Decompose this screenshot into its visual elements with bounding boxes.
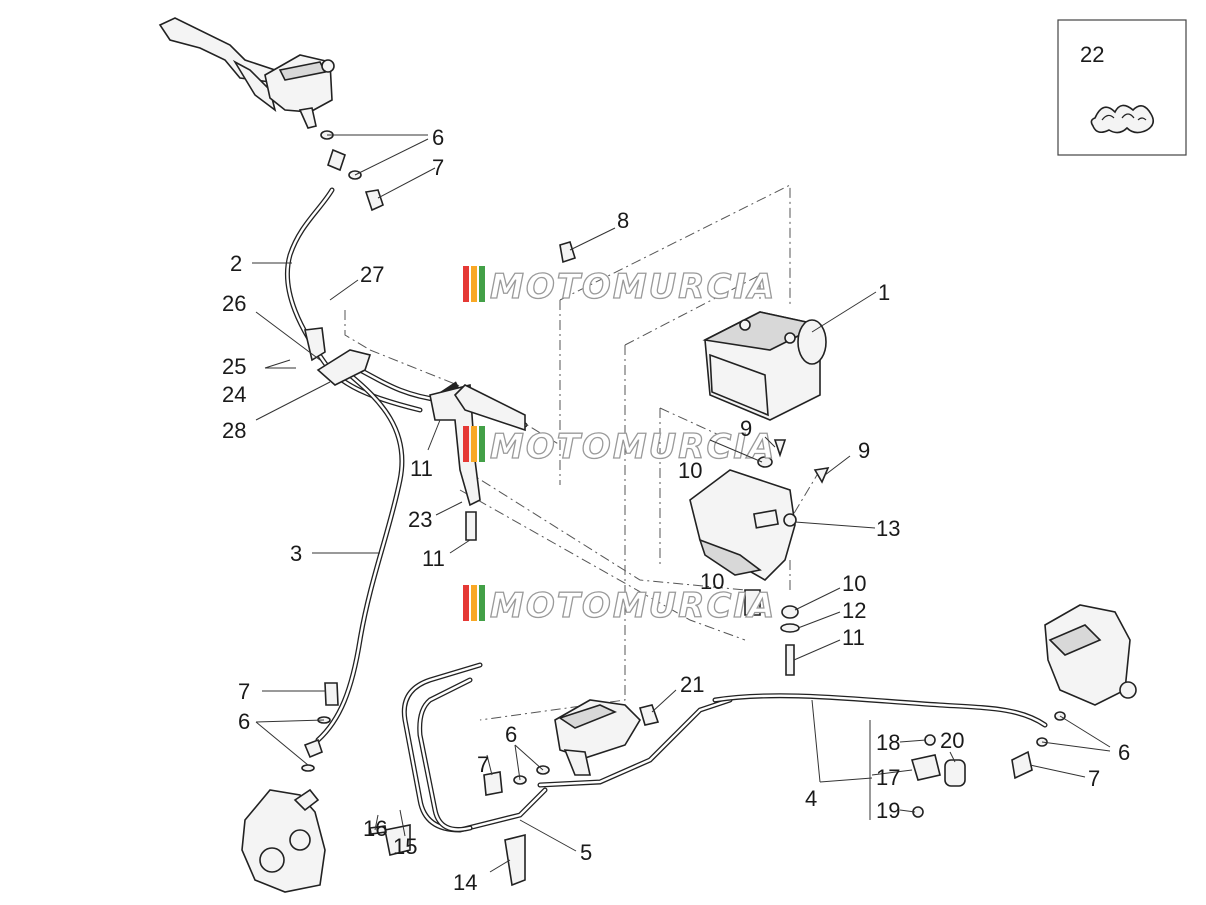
callout-10-b: 10: [700, 569, 724, 594]
hose-junction-block: [304, 327, 372, 386]
watermark-3: MOTOMURCIA: [463, 585, 776, 627]
abs-modulator-icon: [702, 311, 827, 421]
callout-6-rear: 6: [505, 722, 517, 747]
watermark-stripe: [463, 585, 469, 621]
callout-6-right: 6: [1118, 740, 1130, 765]
callout-26: 26: [222, 291, 246, 316]
callout-7-right: 7: [1088, 766, 1100, 791]
callout-21: 21: [680, 672, 704, 697]
hose-clip-icon: [1090, 104, 1155, 134]
watermark-text: MOTOMURCIA: [490, 267, 776, 307]
callout-11-c: 11: [842, 625, 865, 650]
callout-4: 4: [805, 786, 817, 811]
callout-25: 25: [222, 354, 246, 379]
inset-part-22: 22: [1057, 19, 1187, 156]
inset-frame: [1057, 19, 1187, 156]
callout-5: 5: [580, 840, 592, 865]
watermark-text: MOTOMURCIA: [490, 427, 776, 467]
inset-label: 22: [1080, 42, 1104, 67]
callout-3: 3: [290, 541, 302, 566]
callout-24: 24: [222, 382, 246, 407]
rear-brake-caliper-icon: [1044, 604, 1137, 706]
callout-28: 28: [222, 418, 246, 443]
watermark-stripe: [463, 266, 469, 302]
callout-15: 15: [393, 834, 417, 859]
callout-18: 18: [876, 730, 900, 755]
callout-20: 20: [940, 728, 964, 753]
callout-11-b: 11: [422, 546, 445, 571]
center-bracket: [429, 383, 526, 507]
watermark-text: MOTOMURCIA: [490, 586, 776, 626]
callout-6-front: 6: [238, 709, 250, 734]
watermark-stripe: [479, 266, 485, 302]
callout-19: 19: [876, 798, 900, 823]
watermark-stripe: [471, 585, 477, 621]
callout-27: 27: [360, 262, 384, 287]
small-hardware: [301, 130, 1066, 887]
callout-2: 2: [230, 251, 242, 276]
brake-lever-icon: [158, 17, 277, 112]
callout-16: 16: [363, 816, 387, 841]
callout-7-top: 7: [432, 155, 444, 180]
abs-bracket: [689, 469, 797, 581]
watermark-stripe: [479, 426, 485, 462]
callout-12: 12: [842, 598, 866, 623]
callout-7-rear: 7: [477, 752, 489, 777]
callout-10-a: 10: [678, 458, 702, 483]
watermark-stripe: [471, 266, 477, 302]
callout-labels: 1 2 3 4 5 6 6 6 6 7 7 7 7 8 9 9 10 10 10…: [222, 125, 1130, 895]
watermark-2: MOTOMURCIA: [463, 426, 776, 468]
callout-9-b: 9: [858, 438, 870, 463]
callout-1: 1: [878, 280, 890, 305]
callout-7-front: 7: [238, 679, 250, 704]
rear-master-cylinder-icon: [554, 699, 642, 776]
callout-17: 17: [876, 765, 900, 790]
callout-8: 8: [617, 208, 629, 233]
rear-brake-pipe-5: [401, 662, 548, 833]
callout-23: 23: [408, 507, 432, 532]
callout-13: 13: [876, 516, 900, 541]
leader-lines: [252, 134, 1111, 873]
callout-11-a: 11: [410, 456, 433, 481]
callout-14: 14: [453, 870, 477, 895]
watermark-stripe: [463, 426, 469, 462]
watermark-1: MOTOMURCIA: [463, 266, 776, 308]
watermark-stripe: [471, 426, 477, 462]
callout-6-top: 6: [432, 125, 444, 150]
master-cylinder-icon: [264, 54, 335, 129]
callout-9-a: 9: [740, 416, 752, 441]
brake-caliper-icon: [241, 788, 326, 893]
watermark-stripe: [479, 585, 485, 621]
callout-10-c: 10: [842, 571, 866, 596]
